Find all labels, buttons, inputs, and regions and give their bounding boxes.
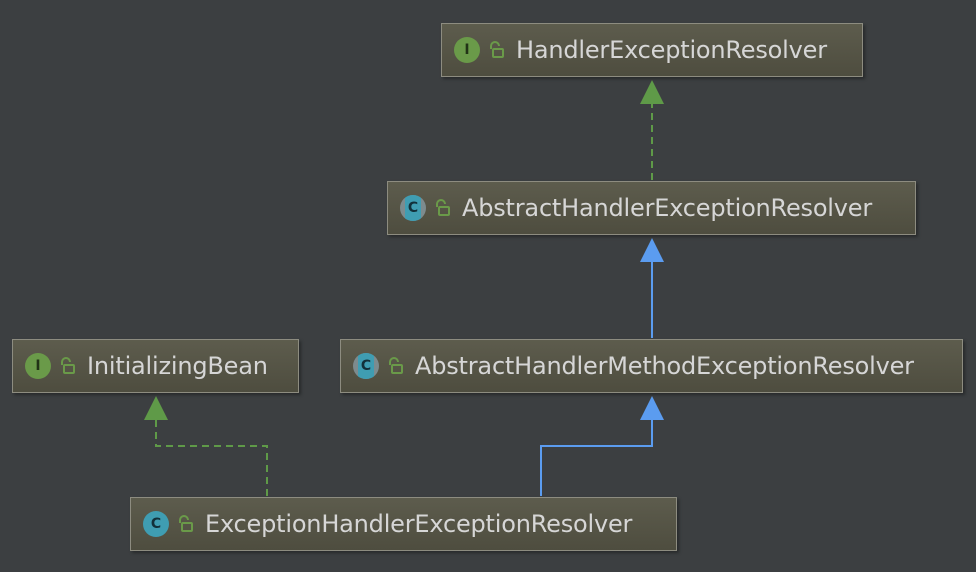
node-name: InitializingBean <box>87 352 268 380</box>
abstract-class-badge-icon: C <box>400 195 426 221</box>
node-abstract-handler-method-exception-resolver[interactable]: C AbstractHandlerMethodExceptionResolver <box>340 339 963 393</box>
unlock-icon <box>436 199 450 216</box>
unlock-icon <box>490 41 504 58</box>
node-name: AbstractHandlerMethodExceptionResolver <box>415 352 914 380</box>
arrowhead-icon <box>640 396 664 420</box>
arrowhead-icon <box>144 396 168 420</box>
interface-badge-icon: I <box>454 37 480 63</box>
interface-badge-icon: I <box>25 353 51 379</box>
abstract-class-badge-icon: C <box>353 353 379 379</box>
edge-extends-abstract-handler-method-exception-resolver <box>540 396 664 496</box>
node-name: ExceptionHandlerExceptionResolver <box>205 510 633 538</box>
edge-extends-abstract-handler-exception-resolver <box>640 238 664 338</box>
node-initializing-bean[interactable]: I InitializingBean <box>12 339 299 393</box>
unlock-icon <box>61 357 75 374</box>
arrowhead-icon <box>640 80 664 104</box>
edge-implements-handler-exception-resolver <box>640 80 664 180</box>
node-handler-exception-resolver[interactable]: I HandlerExceptionResolver <box>441 23 863 77</box>
class-badge-icon: C <box>143 511 169 537</box>
edge-implements-initializing-bean <box>144 396 268 496</box>
unlock-icon <box>389 357 403 374</box>
node-name: HandlerExceptionResolver <box>516 36 827 64</box>
node-name: AbstractHandlerExceptionResolver <box>462 194 873 222</box>
node-exception-handler-exception-resolver[interactable]: C ExceptionHandlerExceptionResolver <box>130 497 677 551</box>
unlock-icon <box>179 515 193 532</box>
node-abstract-handler-exception-resolver[interactable]: C AbstractHandlerExceptionResolver <box>387 181 916 235</box>
arrowhead-icon <box>640 238 664 262</box>
